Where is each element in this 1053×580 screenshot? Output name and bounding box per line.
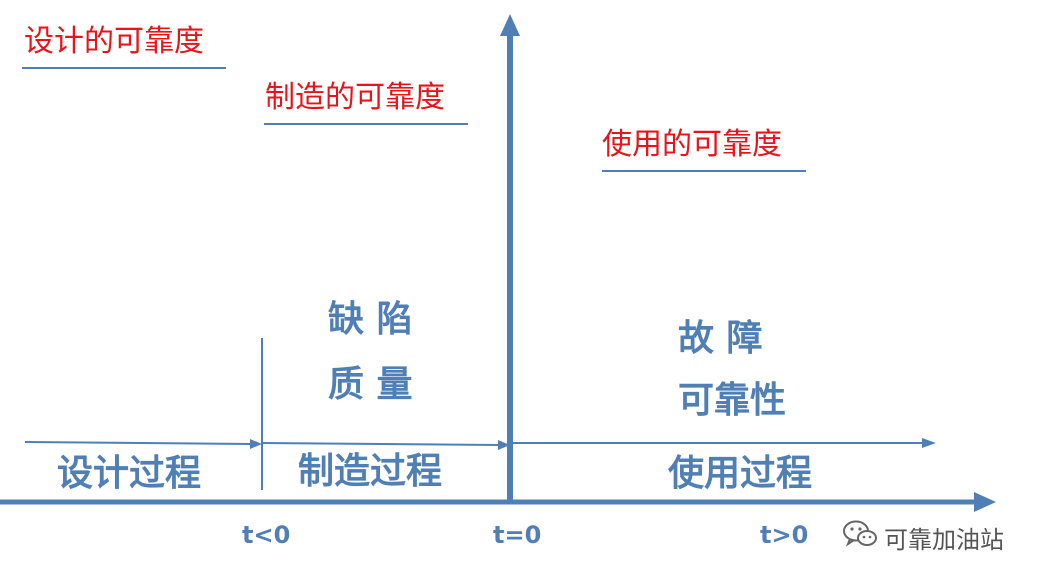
tick-t-equals-zero: t=0 bbox=[493, 521, 542, 549]
usage-process-label: 使用过程 bbox=[668, 453, 813, 494]
design-process-arrowhead bbox=[250, 439, 262, 449]
manufacturing-reliability-title: 制造的可靠度 bbox=[265, 80, 445, 115]
failure-label: 故 障 bbox=[678, 318, 763, 359]
design-process-arrow bbox=[24, 441, 253, 445]
usage-reliability-title: 使用的可靠度 bbox=[602, 127, 782, 162]
reliability-label: 可靠性 bbox=[678, 380, 787, 421]
tick-t-greater-than-zero: t>0 bbox=[760, 521, 809, 549]
wechat-icon bbox=[842, 519, 878, 555]
design-reliability-title: 设计的可靠度 bbox=[24, 24, 204, 59]
time-axis-arrowhead bbox=[974, 492, 996, 512]
watermark-text: 可靠加油站 bbox=[884, 525, 1004, 554]
tick-t-less-than-zero: t<0 bbox=[242, 521, 291, 549]
vertical-axis-arrowhead bbox=[500, 14, 520, 36]
manufacturing-process-arrowhead bbox=[498, 440, 510, 450]
manufacturing-process-label: 制造过程 bbox=[298, 451, 443, 492]
quality-label: 质 量 bbox=[328, 364, 413, 405]
watermark: 可靠加油站 bbox=[838, 520, 1008, 554]
manufacturing-process-arrow bbox=[261, 442, 501, 446]
design-process-label: 设计过程 bbox=[57, 453, 202, 494]
usage-process-arrowhead bbox=[922, 438, 936, 448]
defect-label: 缺 陷 bbox=[328, 299, 413, 340]
